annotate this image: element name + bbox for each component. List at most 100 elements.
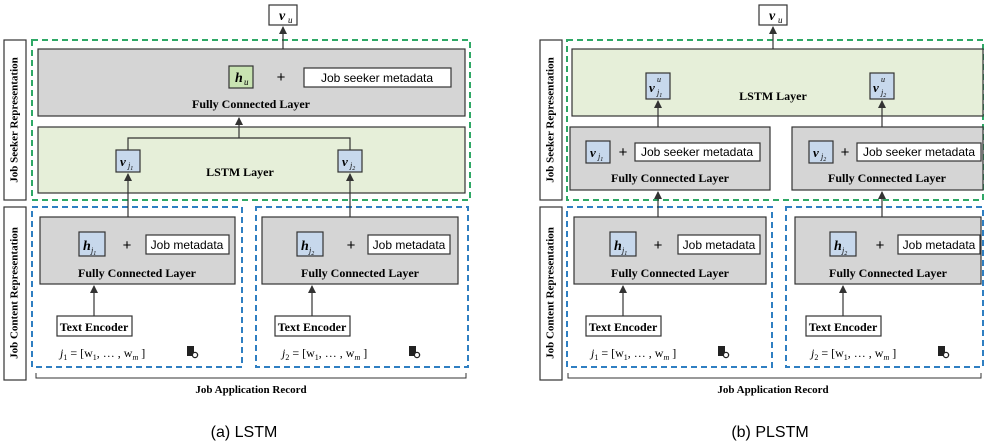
vuj2-sub: j2 — [880, 88, 886, 99]
text-encoder-label-2: Text Encoder — [278, 320, 347, 334]
job-metadata-box-2 — [367, 234, 451, 255]
job-seeker-metadata-box — [303, 67, 452, 88]
vj2-box-b — [808, 140, 834, 164]
document-icon — [938, 346, 950, 359]
job-metadata-box-b2 — [897, 234, 981, 255]
job-seeker-metadata-box-b2 — [856, 142, 982, 162]
job-metadata-label-b1: Job metadata — [683, 238, 756, 252]
text-encoder-label-b1: Text Encoder — [589, 320, 658, 334]
vuj2-base: v — [873, 80, 879, 95]
fc-layer-content-2-label: Fully Connected Layer — [301, 266, 420, 280]
job-seeker-metadata-label: Job seeker metadata — [321, 71, 433, 85]
job-metadata-box-b1 — [677, 234, 761, 255]
seeker-dashed-region-b — [566, 39, 984, 201]
lstm-layer-label-b: LSTM Layer — [739, 89, 807, 103]
vj1-base: v — [120, 154, 126, 169]
hj2-box — [296, 231, 324, 257]
fc-layer-label: Fully Connected Layer — [192, 97, 311, 111]
hj2-sub-b: j2 — [841, 246, 847, 257]
vuj1-box — [645, 72, 671, 100]
job-app-record-label-b: Job Application Record — [717, 384, 828, 396]
lstm-layer-label: LSTM Layer — [206, 165, 274, 179]
document-icon — [187, 346, 199, 359]
plus-sign: + — [876, 237, 885, 254]
content-dashed-region-1 — [31, 206, 243, 368]
vu-label: v — [279, 9, 286, 24]
vj2-sub-b: j2 — [820, 152, 826, 163]
plus-sign: + — [277, 69, 286, 86]
job-metadata-box-1 — [145, 234, 230, 255]
seeker-dashed-region — [31, 39, 471, 201]
job-seq-b1: j1= [w1, … , wm ] — [589, 346, 676, 362]
fc-layer-personal-1-label: Fully Connected Layer — [611, 171, 730, 185]
vj1-base-b: v — [590, 145, 596, 160]
job-metadata-label-2: Job metadata — [373, 238, 446, 252]
hj1-base: h — [83, 239, 91, 254]
document-icon — [409, 346, 421, 359]
plus-sign: + — [619, 144, 628, 161]
content-dashed-region-b2 — [785, 206, 984, 368]
job-metadata-label-1: Job metadata — [151, 238, 224, 252]
content-dashed-region-b1 — [566, 206, 773, 368]
plus-sign: + — [841, 144, 850, 161]
hj2-base-b: h — [834, 239, 842, 254]
hj2-box-b — [829, 231, 857, 257]
plus-sign: + — [347, 237, 356, 254]
job-metadata-label-b2: Job metadata — [903, 238, 976, 252]
job-seeker-metadata-label-b2: Job seeker metadata — [863, 145, 975, 159]
content-dashed-region-2 — [255, 206, 469, 368]
fc-layer-personal-2-label: Fully Connected Layer — [828, 171, 947, 185]
side-label-box-content-b — [539, 206, 563, 381]
hj1-box-b — [609, 231, 637, 257]
hj1-base-b: h — [614, 239, 622, 254]
side-label-content: Job Content Representation — [9, 227, 21, 359]
job-seeker-metadata-label-b1: Job seeker metadata — [641, 145, 753, 159]
job-seeker-metadata-box-b1 — [634, 142, 761, 162]
side-label-box-seeker — [3, 39, 27, 201]
hj1-sub: j1 — [90, 246, 96, 257]
hj2-sub: j2 — [308, 246, 314, 257]
record-bracket-b — [567, 373, 982, 379]
fc-layer-content-b2-label: Fully Connected Layer — [829, 266, 948, 280]
side-label-seeker-b: Job Seeker Representation — [545, 57, 557, 182]
text-encoder-label-b2: Text Encoder — [809, 320, 878, 334]
job-seq-2: j2= [w1, … , wm ] — [280, 346, 367, 362]
document-icon — [718, 346, 730, 359]
hj2-base: h — [301, 239, 309, 254]
caption-b: (b) PLSTM — [731, 424, 808, 441]
side-label-box-seeker-b — [539, 39, 563, 201]
plus-sign: + — [123, 237, 132, 254]
lstm-layer — [37, 126, 466, 194]
caption-a: (a) LSTM — [211, 424, 278, 441]
vuj1-sub: j1 — [656, 88, 662, 99]
hj1-sub-b: j1 — [621, 246, 627, 257]
job-seq-1: j1= [w1, … , wm ] — [58, 346, 145, 362]
vu-box — [268, 4, 298, 26]
vuj1-base: v — [649, 80, 655, 95]
fc-layer-content-1-label: Fully Connected Layer — [78, 266, 197, 280]
job-seq-b2: j2= [w1, … , wm ] — [809, 346, 896, 362]
vj2-sub: j2 — [349, 161, 355, 172]
panel-b: Job Seeker Representation Job Content Re… — [539, 4, 984, 441]
vuj2-sup: u — [881, 75, 885, 84]
side-label-box-content — [3, 206, 27, 381]
lstm-layer-b — [571, 48, 984, 117]
vj2-base: v — [342, 154, 348, 169]
side-label-content-b: Job Content Representation — [545, 227, 557, 359]
text-encoder-label-1: Text Encoder — [60, 320, 129, 334]
hj1-box — [78, 231, 106, 257]
fc-layer-content-b1-label: Fully Connected Layer — [611, 266, 730, 280]
hu-sub: u — [244, 77, 249, 87]
job-app-record-label: Job Application Record — [195, 384, 306, 396]
vuj2-box — [869, 72, 895, 100]
vuj1-sup: u — [657, 75, 661, 84]
record-bracket — [35, 373, 467, 379]
hu-box — [228, 65, 254, 89]
vu-sub-b: u — [778, 15, 783, 25]
vj1-sub-b: j1 — [597, 152, 603, 163]
vj1-sub: j1 — [127, 161, 133, 172]
vj1-box-b — [585, 140, 611, 164]
plus-sign: + — [654, 237, 663, 254]
vu-box-b — [758, 4, 788, 26]
